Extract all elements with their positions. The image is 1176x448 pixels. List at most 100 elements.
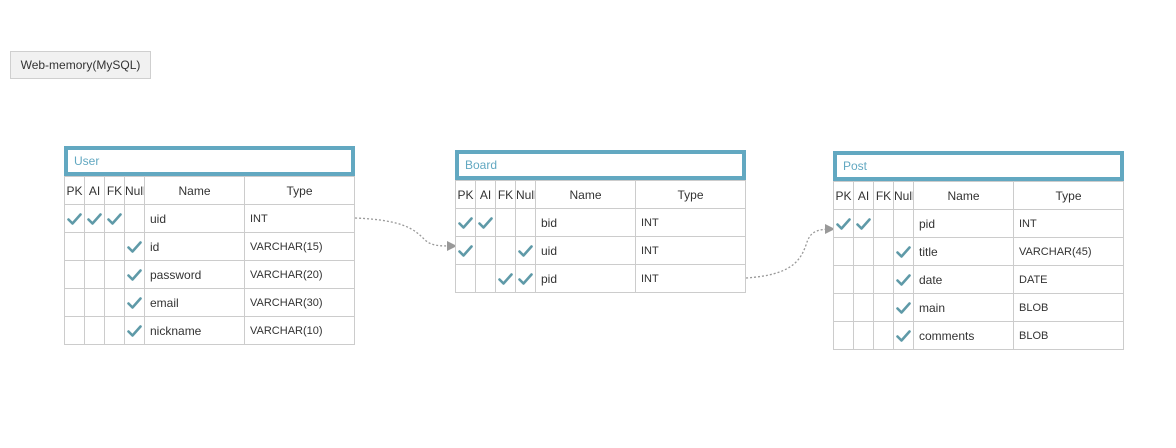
ai-cell[interactable] <box>84 288 105 317</box>
column-type[interactable]: VARCHAR(45) <box>1013 237 1124 266</box>
column-type[interactable]: VARCHAR(10) <box>244 316 355 345</box>
ai-cell[interactable] <box>84 232 105 261</box>
pk-cell[interactable] <box>64 260 85 289</box>
ai-cell[interactable] <box>84 316 105 345</box>
column-name[interactable]: id <box>144 232 245 261</box>
column-type[interactable]: INT <box>635 264 746 293</box>
column-name[interactable]: pid <box>913 209 1014 238</box>
ai-cell[interactable] <box>853 237 874 266</box>
pk-cell[interactable] <box>455 236 476 265</box>
null-cell[interactable] <box>893 321 914 350</box>
null-cell[interactable] <box>515 264 536 293</box>
column-row[interactable]: uid INT <box>455 236 746 265</box>
pk-cell[interactable] <box>833 265 854 294</box>
column-name[interactable]: pid <box>535 264 636 293</box>
pk-cell[interactable] <box>64 204 85 233</box>
fk-cell[interactable] <box>873 321 894 350</box>
entity-post[interactable]: Post PK AI FK Null Name Type pid INT <box>833 151 1124 350</box>
ai-cell[interactable] <box>853 321 874 350</box>
column-row[interactable]: id VARCHAR(15) <box>64 232 355 261</box>
column-row[interactable]: uid INT <box>64 204 355 233</box>
null-cell[interactable] <box>893 237 914 266</box>
null-cell[interactable] <box>124 288 145 317</box>
column-row[interactable]: main BLOB <box>833 293 1124 322</box>
column-row[interactable]: nickname VARCHAR(10) <box>64 316 355 345</box>
column-row[interactable]: date DATE <box>833 265 1124 294</box>
fk-cell[interactable] <box>495 236 516 265</box>
null-cell[interactable] <box>124 260 145 289</box>
database-label[interactable]: Web-memory(MySQL) <box>10 51 151 79</box>
column-name[interactable]: uid <box>535 236 636 265</box>
pk-cell[interactable] <box>833 209 854 238</box>
check-icon <box>127 269 142 282</box>
fk-cell[interactable] <box>495 264 516 293</box>
pk-cell[interactable] <box>64 316 85 345</box>
column-row[interactable]: title VARCHAR(45) <box>833 237 1124 266</box>
column-row[interactable]: email VARCHAR(30) <box>64 288 355 317</box>
fk-cell[interactable] <box>873 209 894 238</box>
fk-cell[interactable] <box>873 237 894 266</box>
column-type[interactable]: INT <box>635 208 746 237</box>
column-name[interactable]: password <box>144 260 245 289</box>
fk-cell[interactable] <box>104 260 125 289</box>
null-cell[interactable] <box>893 293 914 322</box>
column-name[interactable]: comments <box>913 321 1014 350</box>
column-type[interactable]: BLOB <box>1013 293 1124 322</box>
fk-cell[interactable] <box>104 316 125 345</box>
column-type[interactable]: VARCHAR(20) <box>244 260 355 289</box>
ai-cell[interactable] <box>853 293 874 322</box>
column-type[interactable]: VARCHAR(30) <box>244 288 355 317</box>
ai-cell[interactable] <box>475 264 496 293</box>
entity-title[interactable]: User <box>68 150 351 172</box>
column-name[interactable]: uid <box>144 204 245 233</box>
ai-cell[interactable] <box>853 209 874 238</box>
null-cell[interactable] <box>124 232 145 261</box>
check-icon <box>518 245 533 258</box>
column-type[interactable]: INT <box>635 236 746 265</box>
ai-cell[interactable] <box>84 260 105 289</box>
column-type[interactable]: INT <box>244 204 355 233</box>
column-name[interactable]: date <box>913 265 1014 294</box>
pk-cell[interactable] <box>64 288 85 317</box>
column-name[interactable]: nickname <box>144 316 245 345</box>
column-type[interactable]: INT <box>1013 209 1124 238</box>
fk-cell[interactable] <box>104 232 125 261</box>
pk-cell[interactable] <box>64 232 85 261</box>
pk-cell[interactable] <box>455 208 476 237</box>
fk-cell[interactable] <box>104 204 125 233</box>
column-name[interactable]: title <box>913 237 1014 266</box>
fk-cell[interactable] <box>873 293 894 322</box>
pk-cell[interactable] <box>833 321 854 350</box>
column-type[interactable]: BLOB <box>1013 321 1124 350</box>
column-name[interactable]: email <box>144 288 245 317</box>
ai-cell[interactable] <box>84 204 105 233</box>
fk-cell[interactable] <box>495 208 516 237</box>
pk-cell[interactable] <box>833 237 854 266</box>
column-type[interactable]: DATE <box>1013 265 1124 294</box>
entity-title[interactable]: Board <box>459 154 742 176</box>
column-type[interactable]: VARCHAR(15) <box>244 232 355 261</box>
null-cell[interactable] <box>515 208 536 237</box>
ai-cell[interactable] <box>853 265 874 294</box>
fk-cell[interactable] <box>873 265 894 294</box>
entity-title[interactable]: Post <box>837 155 1120 177</box>
ai-cell[interactable] <box>475 236 496 265</box>
entity-user[interactable]: User PK AI FK Null Name Type uid INT <box>64 146 355 345</box>
column-row[interactable]: pid INT <box>455 264 746 293</box>
column-row[interactable]: comments BLOB <box>833 321 1124 350</box>
null-cell[interactable] <box>124 316 145 345</box>
column-row[interactable]: bid INT <box>455 208 746 237</box>
ai-cell[interactable] <box>475 208 496 237</box>
null-cell[interactable] <box>515 236 536 265</box>
pk-cell[interactable] <box>833 293 854 322</box>
column-name[interactable]: main <box>913 293 1014 322</box>
column-row[interactable]: password VARCHAR(20) <box>64 260 355 289</box>
column-row[interactable]: pid INT <box>833 209 1124 238</box>
null-cell[interactable] <box>893 265 914 294</box>
pk-cell[interactable] <box>455 264 476 293</box>
null-cell[interactable] <box>124 204 145 233</box>
column-name[interactable]: bid <box>535 208 636 237</box>
fk-cell[interactable] <box>104 288 125 317</box>
entity-board[interactable]: Board PK AI FK Null Name Type bid INT <box>455 150 746 293</box>
null-cell[interactable] <box>893 209 914 238</box>
